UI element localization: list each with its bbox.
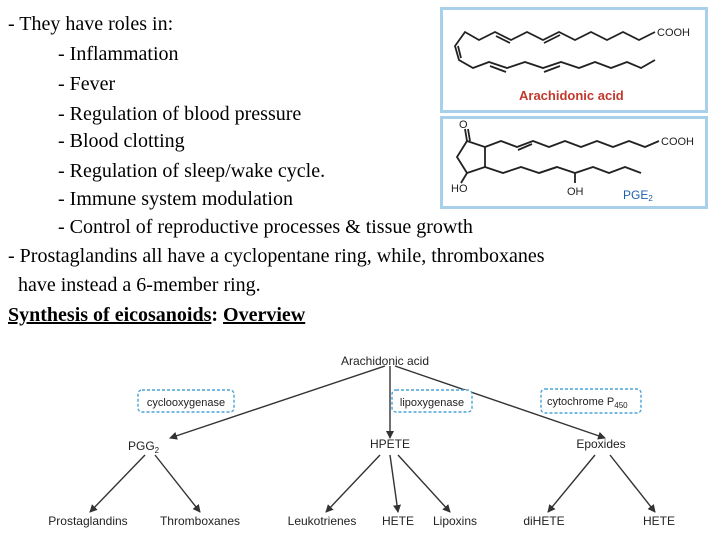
pgg2-node: PGG2 (128, 439, 160, 455)
cytochrome-p450-box (540, 388, 642, 414)
pathway-arrows (89, 365, 656, 513)
lipoxygenase-label: lipoxygenase (400, 397, 464, 409)
product-dihete: diHETE (523, 514, 564, 528)
cooh-label: COOH (657, 27, 690, 39)
role-item-sleep-wake: - Regulation of sleep/wake cycle. (58, 160, 326, 182)
product-prostaglandins: Prostaglandins (48, 514, 127, 528)
role-item-blood-pressure: - Regulation of blood pressure (58, 103, 302, 125)
hpete-node: HPETE (370, 437, 410, 451)
epoxides-node: Epoxides (576, 437, 625, 451)
product-hete: HETE (382, 514, 414, 528)
pge2-structure: O COOH HO OH PGE2 (440, 116, 708, 209)
heading-overview: Overview (223, 304, 306, 326)
cyclooxygenase-label: cyclooxygenase (147, 397, 225, 409)
oh-label: OH (567, 186, 584, 198)
role-item-reproductive: - Control of reproductive processes & ti… (58, 216, 473, 238)
cyclooxygenase-box (137, 389, 235, 413)
product-lipoxins: Lipoxins (433, 514, 477, 528)
product-leukotrienes: Leukotrienes (288, 514, 357, 528)
role-item-blood-clotting: - Blood clotting (58, 130, 185, 152)
pge2-skeleton: O COOH HO OH PGE2 (451, 119, 694, 203)
role-item-immune: - Immune system modulation (58, 188, 293, 210)
pathway-root-arachidonic-acid: Arachidonic acid (341, 354, 429, 368)
cytochrome-label-main: cytochrome P (547, 396, 614, 408)
arachidonic-acid-caption: Arachidonic acid (519, 88, 624, 103)
product-thromboxanes: Thromboxanes (160, 514, 240, 528)
pge2-caption-main: PGE (623, 188, 648, 202)
pge2-cooh-label: COOH (661, 136, 694, 148)
role-item-fever: - Fever (58, 73, 116, 95)
pge2-caption: PGE2 (623, 188, 653, 203)
pgg2-label-sub: 2 (155, 446, 160, 455)
role-item-inflammation: - Inflammation (58, 43, 179, 65)
pgg2-label-main: PGG (128, 439, 155, 453)
ring-note-line-1: - Prostaglandins all have a cyclopentane… (8, 245, 545, 267)
lipoxygenase-box (391, 389, 473, 413)
ring-note-line-2: have instead a 6-member ring. (18, 274, 261, 296)
section-heading: Synthesis of eicosanoids: Overview (8, 300, 305, 330)
eicosanoid-pathway-diagram: Arachidonic acid cyclooxygenase lipoxyge… (48, 354, 675, 528)
heading-separator: : (211, 304, 224, 326)
cytochrome-label-sub: 450 (614, 401, 628, 410)
ho-label: HO (451, 183, 468, 195)
arachidonic-acid-structure: COOH Arachidonic acid (440, 7, 708, 113)
cytochrome-p450-label: cytochrome P450 (547, 396, 628, 410)
roles-intro: - They have roles in: (8, 13, 174, 35)
pge2-caption-sub: 2 (648, 194, 653, 203)
product-hete-epoxide: HETE (643, 514, 675, 528)
arachidonic-acid-skeleton: COOH Arachidonic acid (454, 27, 690, 103)
heading-title: Synthesis of eicosanoids (8, 304, 212, 326)
ketone-o-label: O (459, 119, 468, 131)
